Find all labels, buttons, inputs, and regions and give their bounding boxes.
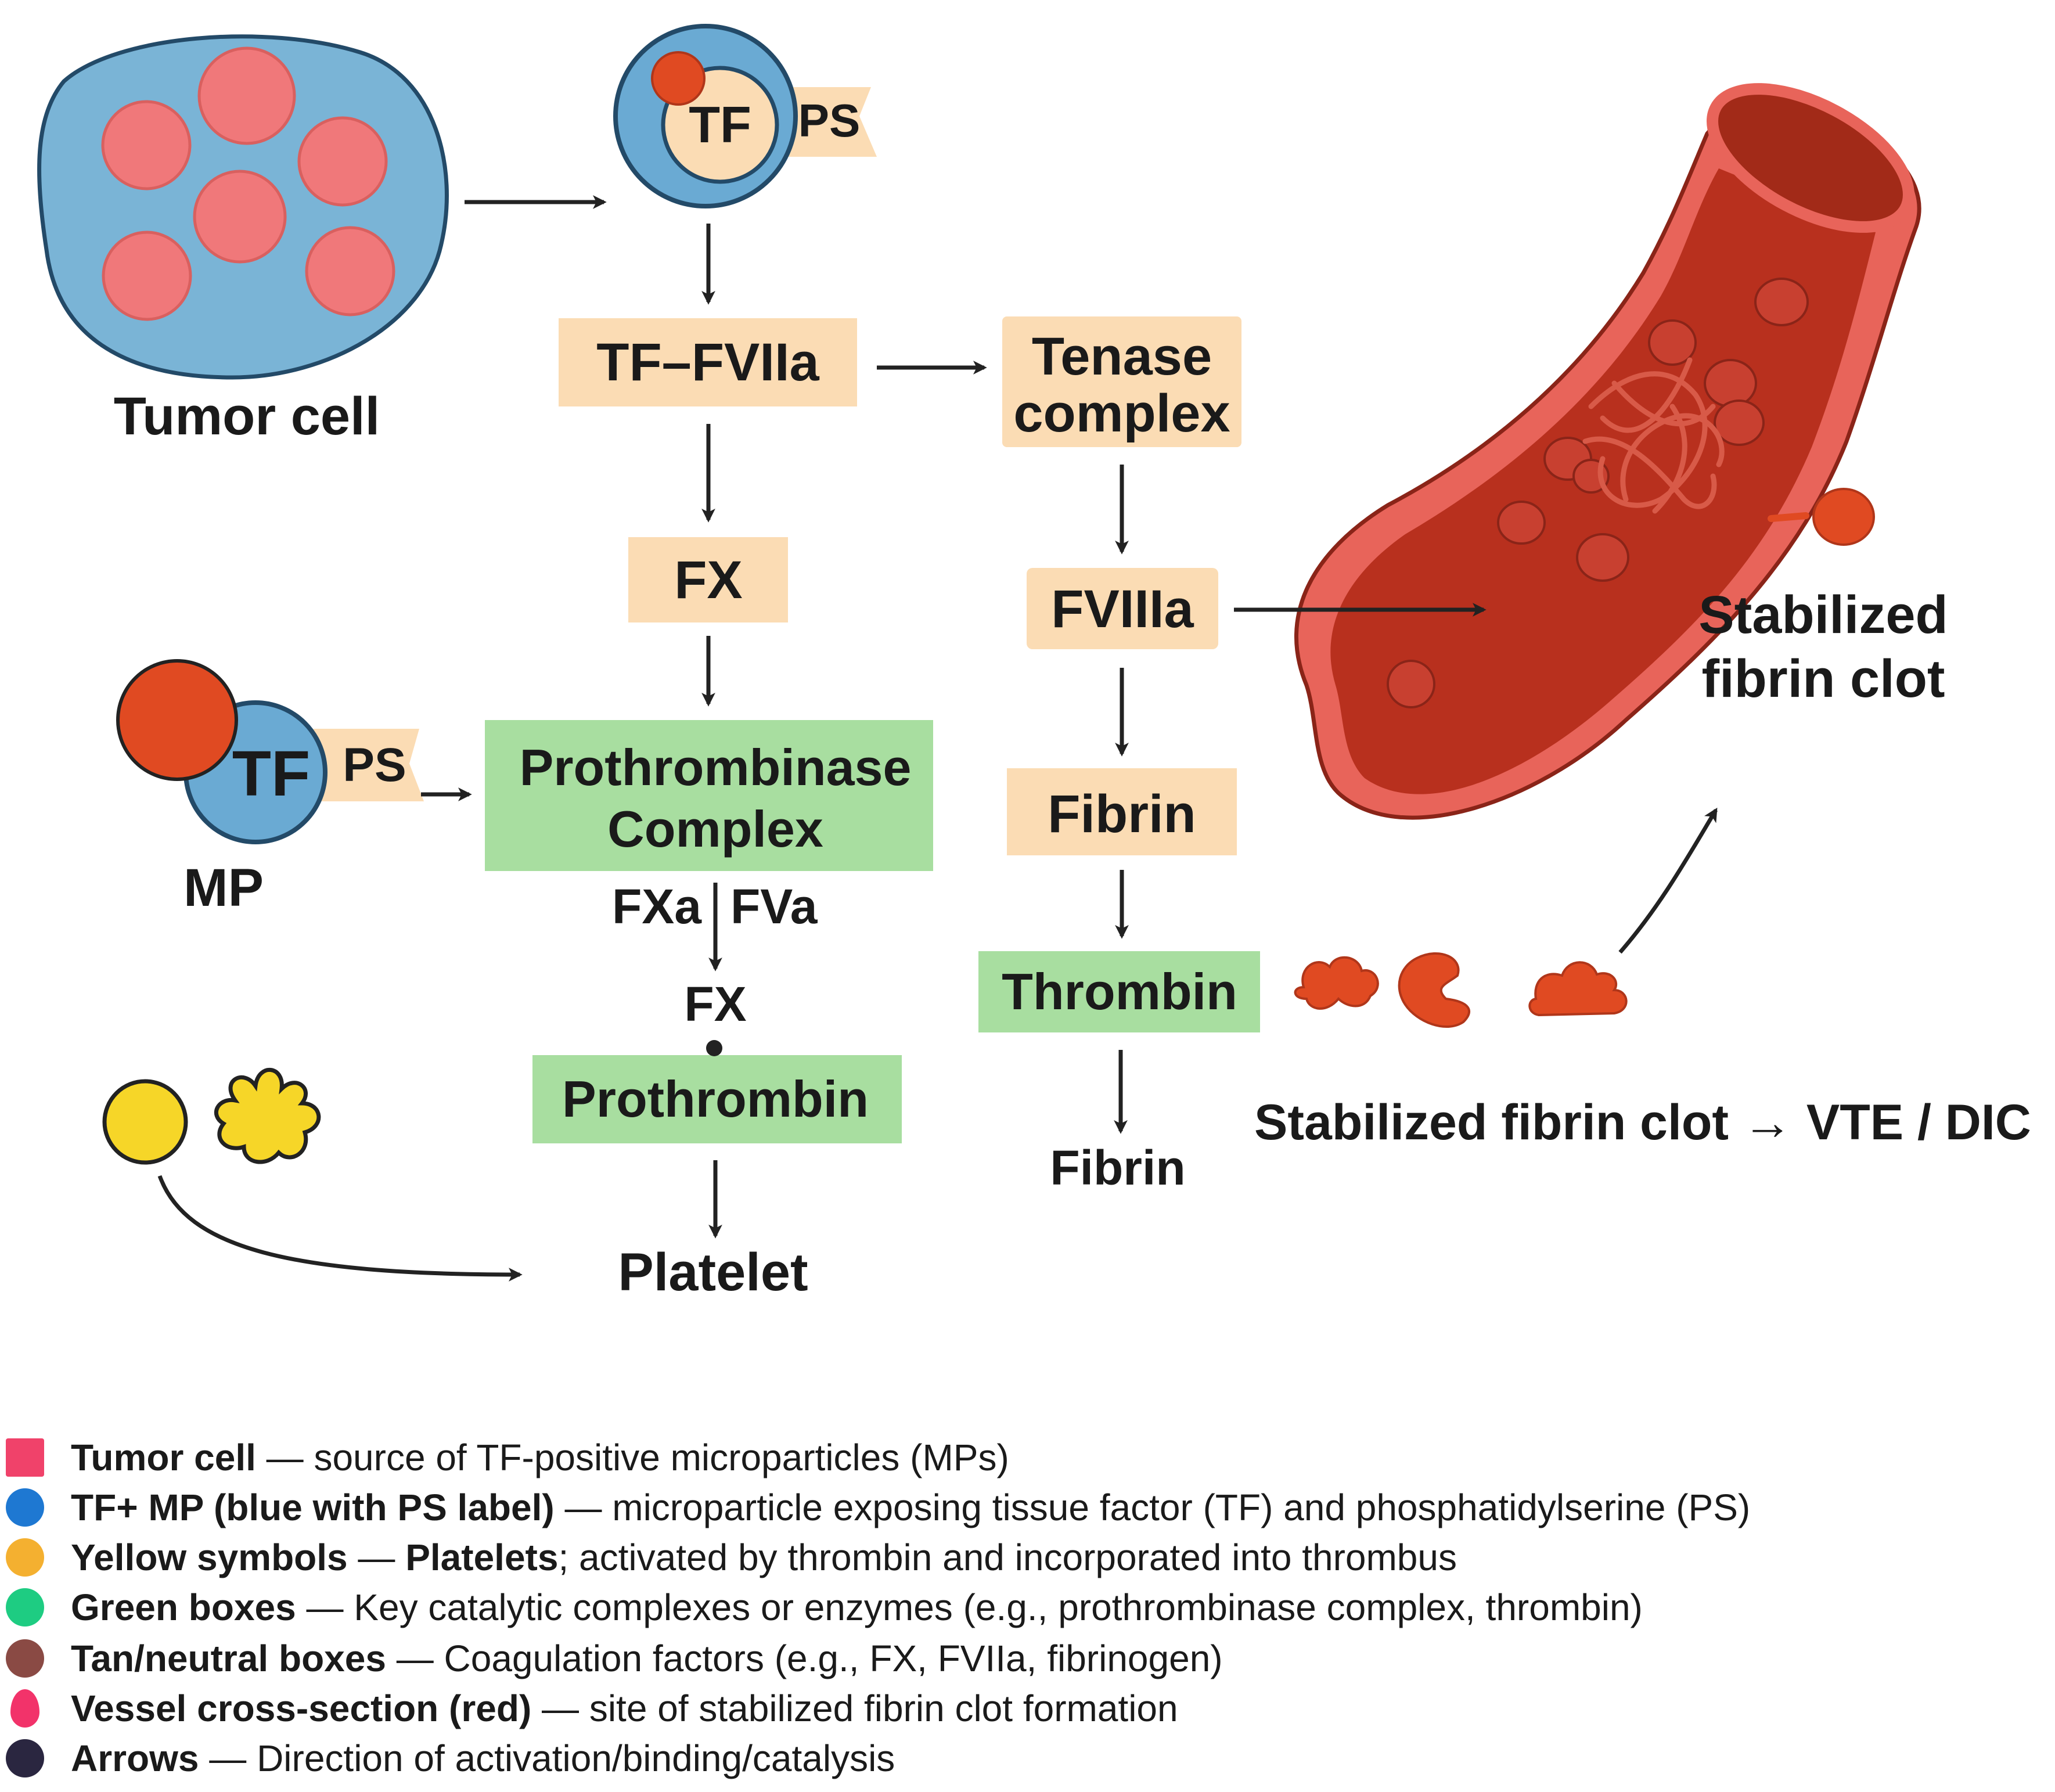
red-blood-cell — [1704, 359, 1757, 408]
red-blood-cell — [1648, 319, 1697, 366]
legend-description: — source of TF-positive microparticles (… — [255, 1437, 1009, 1478]
red-blood-cell — [1497, 501, 1546, 545]
outcome-label: Stabilized fibrin clot → VTE / DIC — [1254, 1095, 2031, 1150]
thrombin-box — [978, 951, 1260, 1032]
legend-term: Green boxes — [71, 1586, 296, 1628]
legend-term: Tan/neutral boxes — [71, 1638, 386, 1679]
ps-label-mp: PS — [343, 739, 406, 791]
legend-item: Yellow symbols — Platelets; activated by… — [0, 1534, 1457, 1581]
junction-dot — [706, 1040, 722, 1056]
platelet-aggregate-icon — [1294, 956, 1379, 1010]
prothrombinase-label-1: Prothrombinase — [520, 739, 912, 796]
vessel-opening — [1707, 83, 1914, 233]
legend-term: Arrows — [71, 1737, 199, 1779]
ps-tag — [314, 729, 424, 801]
legend-item: TF+ MP (blue with PS label) — microparti… — [0, 1484, 1750, 1531]
brown-circle-icon — [6, 1639, 44, 1678]
red-platelet-icon — [1812, 488, 1875, 546]
diagram-svg: Tumor cell TF PS TF–FVIIa Tenase complex… — [37, 24, 2031, 1302]
fviiia-label: FVIIIa — [1051, 580, 1194, 639]
arrow-platelets-curve — [157, 1175, 523, 1282]
fviiia-box — [1027, 568, 1218, 649]
legend-description: — — [347, 1536, 406, 1578]
platelet-label: Platelet — [618, 1243, 808, 1302]
tf-fviia-box — [559, 318, 857, 406]
blood-vessel — [1294, 83, 1921, 820]
legend-description: — microparticle exposing tissue factor (… — [554, 1487, 1751, 1528]
tumor-nucleus — [101, 100, 192, 190]
fva-label: FVa — [730, 879, 818, 934]
tf-microparticle-top — [613, 24, 877, 208]
mp-red-bead — [651, 51, 706, 106]
legend-term: Tumor cell — [71, 1437, 256, 1478]
tenase-label-2: complex — [1013, 384, 1230, 443]
legend-item: Arrows — Direction of activation/binding… — [0, 1735, 895, 1782]
red-blood-cell — [1576, 533, 1629, 582]
legend-term-secondary: Platelets — [405, 1536, 559, 1578]
tumor-nucleus — [197, 46, 296, 145]
legend-item: Tumor cell — source of TF-positive micro… — [0, 1434, 1009, 1481]
tumor-nucleus — [297, 116, 388, 207]
tf-fviia-label: TF–FVIIa — [596, 333, 819, 392]
tumor-cell-label: Tumor cell — [114, 387, 380, 446]
prothrombin-box — [532, 1055, 902, 1143]
dark-circle-icon — [6, 1739, 44, 1777]
platelet-resting-icon — [102, 1079, 188, 1165]
blue-circle-icon — [6, 1488, 44, 1527]
legend-description-secondary: ; activated by thrombin and incorporated… — [558, 1536, 1457, 1578]
platelet-aggregate-icon — [1528, 961, 1628, 1017]
tenase-label-1: Tenase — [1032, 327, 1212, 386]
tenase-box — [1002, 316, 1241, 447]
red-blood-cell — [1714, 400, 1765, 446]
ps-label-top: PS — [798, 95, 861, 146]
mp-red-bead — [116, 659, 238, 781]
legend-description: — Coagulation factors (e.g., FX, FVIIa, … — [386, 1638, 1223, 1679]
platelet-aggregates — [1294, 952, 1628, 1028]
tf-label-top: TF — [689, 96, 751, 153]
red-platelet-icon — [1768, 512, 1809, 522]
stabilized-clot-label-2: fibrin clot — [1701, 649, 1945, 708]
tumor-nucleus — [102, 231, 192, 321]
legend-item: Vessel cross-section (red) — site of sta… — [0, 1685, 1178, 1732]
prothrombinase-box — [485, 720, 933, 871]
fx-below-label: FX — [684, 977, 746, 1031]
tumor-nucleus — [305, 226, 395, 316]
tf-microparticle-left — [116, 659, 424, 844]
fibrin-box — [1007, 768, 1237, 855]
prothrombin-label: Prothrombin — [562, 1070, 869, 1128]
fx-box-label: FX — [674, 550, 743, 610]
red-blood-cell — [1387, 660, 1435, 708]
fibrin-mesh — [1582, 357, 1725, 514]
tumor-nucleus — [193, 170, 287, 264]
legend-term: Yellow symbols — [71, 1536, 348, 1578]
red-blood-cell — [1754, 278, 1809, 326]
legend-item: Tan/neutral boxes — Coagulation factors … — [0, 1635, 1223, 1682]
thrombin-label: Thrombin — [1002, 963, 1237, 1020]
platelet-activated-icon — [214, 1068, 321, 1164]
green-circle-icon — [6, 1588, 44, 1627]
tumor-cell — [37, 34, 449, 380]
yellow-circle-icon — [6, 1538, 44, 1577]
prothrombinase-label-2: Complex — [607, 800, 823, 858]
platelet-symbols — [102, 1068, 321, 1165]
legend-description: — Key catalytic complexes or enzymes (e.… — [296, 1586, 1643, 1628]
legend-description: — site of stabilized fibrin clot formati… — [531, 1687, 1178, 1729]
stabilized-clot-label-1: Stabilized — [1698, 585, 1948, 645]
legend-item: Green boxes — Key catalytic complexes or… — [0, 1584, 1643, 1631]
legend-term: Vessel cross-section (red) — [71, 1687, 532, 1729]
fx-box — [628, 537, 788, 622]
tf-label-mp: TF — [232, 738, 310, 809]
legend-description: — Direction of activation/binding/cataly… — [199, 1737, 895, 1779]
arrow-aggregates-to-vessel — [1618, 807, 1718, 954]
mp-label: MP — [183, 858, 264, 917]
legend-term: TF+ MP (blue with PS label) — [71, 1487, 555, 1528]
platelet-aggregate-icon — [1398, 952, 1470, 1028]
pink-drop-icon — [10, 1689, 39, 1728]
fxa-label: FXa — [612, 879, 702, 934]
pink-square-icon — [6, 1438, 44, 1477]
fibrin-text-label: Fibrin — [1050, 1140, 1185, 1195]
fibrin-box-label: Fibrin — [1048, 785, 1196, 844]
